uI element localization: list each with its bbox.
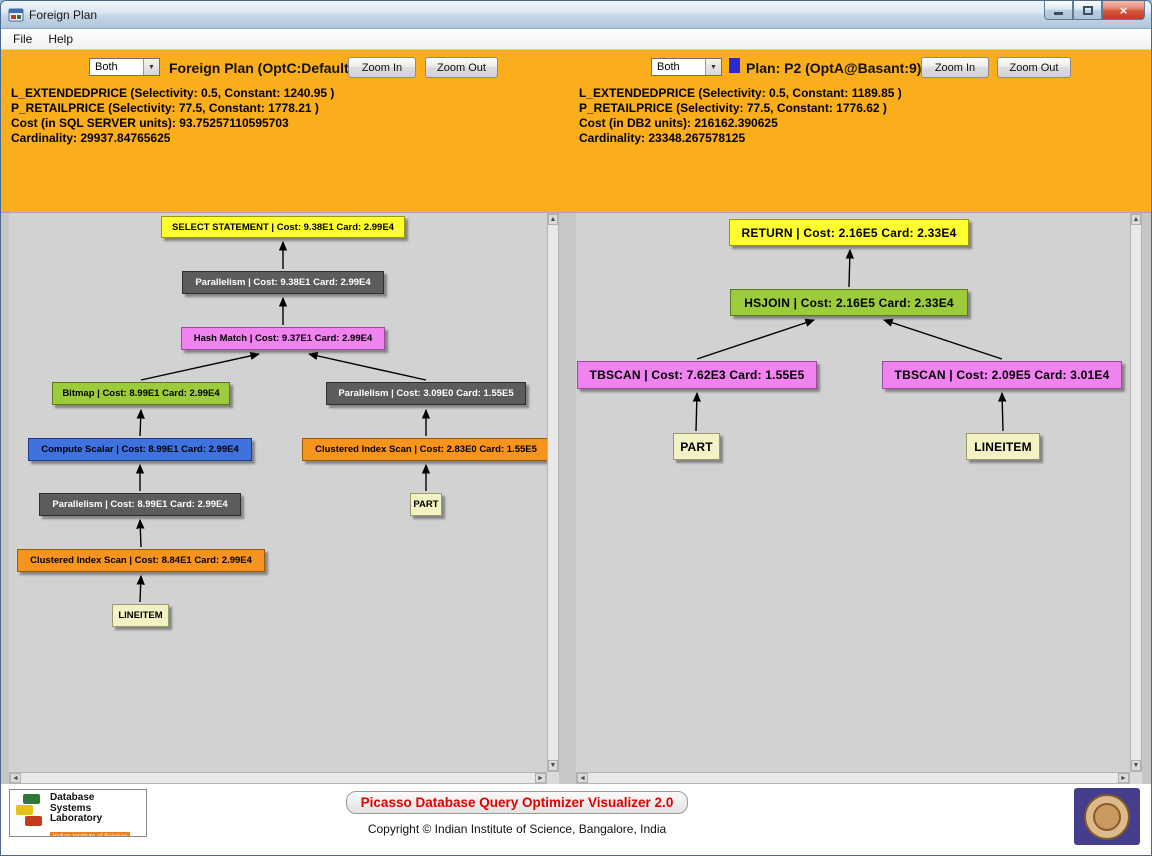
right-panel-hscrollbar[interactable]: ◄ ► (576, 772, 1130, 784)
right-zoom-out-button[interactable]: Zoom Out (997, 57, 1071, 78)
plan-node-parallelism-top[interactable]: Parallelism | Cost: 9.38E1 Card: 2.99E4 (182, 271, 384, 294)
left-view-select-value: Both (95, 61, 118, 73)
window-title: Foreign Plan (29, 7, 98, 22)
plan-node-part[interactable]: PART (673, 433, 720, 460)
lab-logo-line: Laboratory (50, 813, 103, 824)
right-plan-panel: RETURN | Cost: 2.16E5 Card: 2.33E4 HSJOI… (576, 213, 1142, 784)
left-plan-panel: SELECT STATEMENT | Cost: 9.38E1 Card: 2.… (9, 213, 559, 784)
info-line: L_EXTENDEDPRICE (Selectivity: 0.5, Const… (579, 86, 902, 100)
plan-node-return[interactable]: RETURN | Cost: 2.16E5 Card: 2.33E4 (729, 219, 969, 246)
right-plan-title: Plan: P2 (OptA@Basant:9) (746, 60, 922, 76)
right-view-select[interactable]: Both ▼ (651, 58, 722, 76)
scroll-down-icon[interactable]: ▼ (1131, 760, 1141, 771)
plan-node-hsjoin[interactable]: HSJOIN | Cost: 2.16E5 Card: 2.33E4 (730, 289, 968, 316)
left-plan-title: Foreign Plan (OptC:Default) (169, 60, 354, 76)
plan-node-tbscan-lineitem[interactable]: TBSCAN | Cost: 2.09E5 Card: 3.01E4 (882, 361, 1122, 389)
menu-bar: File Help (1, 29, 1151, 50)
plan-node-parallelism-right[interactable]: Parallelism | Cost: 3.09E0 Card: 1.55E5 (326, 382, 526, 405)
right-view-select-value: Both (657, 61, 680, 73)
menu-file[interactable]: File (13, 32, 33, 46)
info-line: L_EXTENDEDPRICE (Selectivity: 0.5, Const… (11, 86, 335, 100)
right-zoom-in-button[interactable]: Zoom In (921, 57, 989, 78)
close-icon: × (1119, 2, 1128, 18)
minimize-button[interactable] (1044, 1, 1073, 20)
hscroll-track[interactable] (21, 773, 535, 783)
plan-node-select-statement[interactable]: SELECT STATEMENT | Cost: 9.38E1 Card: 2.… (161, 216, 405, 238)
plan-node-clustered-index-scan-left[interactable]: Clustered Index Scan | Cost: 8.84E1 Card… (17, 549, 265, 572)
left-plan-info: L_EXTENDEDPRICE (Selectivity: 0.5, Const… (11, 86, 334, 146)
scroll-right-icon[interactable]: ► (1118, 773, 1129, 783)
right-plan-info: L_EXTENDEDPRICE (Selectivity: 0.5, Const… (579, 86, 902, 146)
scroll-up-icon[interactable]: ▲ (548, 214, 558, 225)
left-panel-vscrollbar[interactable]: ▲ ▼ (547, 213, 559, 772)
maximize-button[interactable] (1073, 1, 1102, 20)
left-view-select[interactable]: Both ▼ (89, 58, 160, 76)
chevron-down-icon: ▼ (143, 59, 159, 75)
info-line: Cardinality: 29937.84765625 (11, 131, 171, 145)
info-line: Cost (in SQL SERVER units): 93.752571105… (11, 116, 289, 130)
lab-logo-subtitle: Indian Institute of Science (50, 831, 131, 836)
info-line: Cardinality: 23348.267578125 (579, 131, 746, 145)
plan-node-compute-scalar[interactable]: Compute Scalar | Cost: 8.99E1 Card: 2.99… (28, 438, 252, 461)
maximize-icon (1082, 5, 1093, 15)
plan-panels: SELECT STATEMENT | Cost: 9.38E1 Card: 2.… (1, 212, 1151, 784)
minimize-icon (1054, 11, 1063, 15)
vscroll-track[interactable] (1131, 225, 1141, 760)
info-line: P_RETAILPRICE (Selectivity: 77.5, Consta… (11, 101, 319, 115)
scroll-left-icon[interactable]: ◄ (10, 773, 21, 783)
info-line: P_RETAILPRICE (Selectivity: 77.5, Consta… (579, 101, 887, 115)
iisc-emblem (1074, 788, 1140, 845)
footer: Database Systems Laboratory Indian Insti… (1, 784, 1151, 855)
window-controls: × (1044, 1, 1145, 20)
scroll-up-icon[interactable]: ▲ (1131, 214, 1141, 225)
left-zoom-out-button[interactable]: Zoom Out (425, 57, 498, 78)
lab-logo-line: Database (50, 792, 95, 803)
close-button[interactable]: × (1102, 1, 1145, 20)
picasso-brand-label: Picasso Database Query Optimizer Visuali… (345, 791, 689, 814)
scroll-left-icon[interactable]: ◄ (577, 773, 588, 783)
copyright-text: Copyright © Indian Institute of Science,… (367, 822, 667, 836)
plan-node-part[interactable]: PART (410, 493, 442, 516)
info-line: Cost (in DB2 units): 216162.390625 (579, 116, 778, 130)
plan-color-swatch (729, 58, 740, 73)
plan-node-parallelism-left[interactable]: Parallelism | Cost: 8.99E1 Card: 2.99E4 (39, 493, 241, 516)
menu-help[interactable]: Help (48, 32, 74, 46)
lab-logo-line: Systems (50, 802, 92, 814)
lab-logo-blocks-icon (10, 790, 50, 836)
app-icon[interactable] (8, 7, 24, 23)
iisc-emblem-icon (1084, 793, 1130, 840)
plan-node-tbscan-part[interactable]: TBSCAN | Cost: 7.62E3 Card: 1.55E5 (577, 361, 817, 389)
plan-header: Both ▼ Foreign Plan (OptC:Default) Zoom … (1, 50, 1151, 212)
vscroll-track[interactable] (548, 225, 558, 760)
title-bar: Foreign Plan × (1, 1, 1151, 29)
hscroll-track[interactable] (588, 773, 1118, 783)
scrollbar-corner (547, 772, 559, 784)
plan-node-lineitem[interactable]: LINEITEM (966, 433, 1040, 460)
right-panel-vscrollbar[interactable]: ▲ ▼ (1130, 213, 1142, 772)
scroll-right-icon[interactable]: ► (535, 773, 546, 783)
dsl-lab-logo: Database Systems Laboratory Indian Insti… (9, 789, 147, 837)
plan-node-clustered-index-scan-right[interactable]: Clustered Index Scan | Cost: 2.83E0 Card… (302, 438, 550, 461)
left-zoom-in-button[interactable]: Zoom In (348, 57, 416, 78)
plan-node-hash-match[interactable]: Hash Match | Cost: 9.37E1 Card: 2.99E4 (181, 327, 385, 350)
scroll-down-icon[interactable]: ▼ (548, 760, 558, 771)
lab-logo-text: Database Systems Laboratory Indian Insti… (50, 790, 146, 836)
left-panel-hscrollbar[interactable]: ◄ ► (9, 772, 547, 784)
chevron-down-icon: ▼ (705, 59, 721, 75)
footer-center: Picasso Database Query Optimizer Visuali… (1, 784, 1033, 814)
plan-node-lineitem[interactable]: LINEITEM (112, 604, 169, 627)
plan-node-bitmap[interactable]: Bitmap | Cost: 8.99E1 Card: 2.99E4 (52, 382, 230, 405)
scrollbar-corner (1130, 772, 1142, 784)
